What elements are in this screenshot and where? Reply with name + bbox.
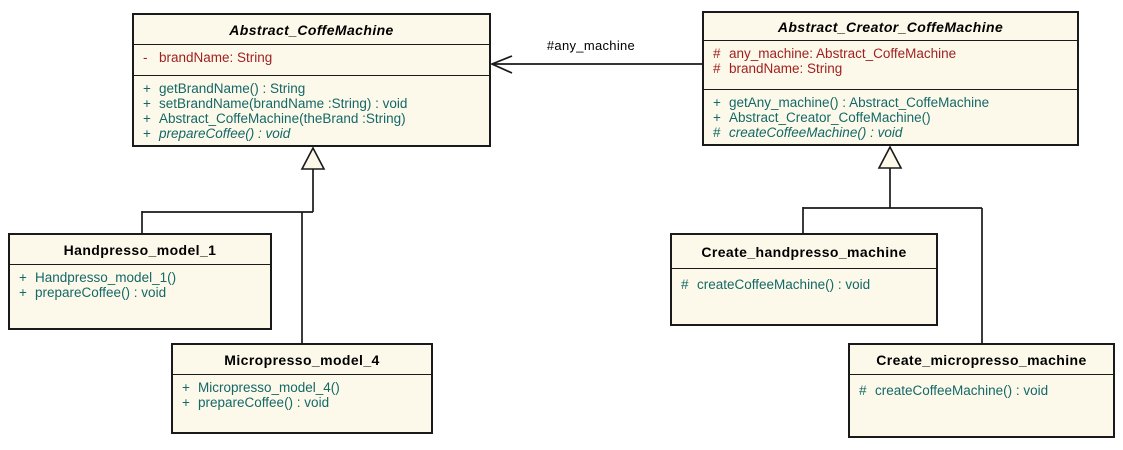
class-title: Create_handpresso_machine	[672, 235, 936, 269]
attributes-compartment: # any_machine: Abstract_CoffeMachine # bran…	[704, 41, 1077, 90]
visibility-symbol: +	[713, 110, 721, 125]
method-text: prepareCoffee() : void	[159, 126, 291, 141]
method-text: setBrandName(brandName :String) : void	[159, 96, 408, 111]
method-row: + getBrandName() : String	[134, 81, 489, 96]
method-text: Handpresso_model_1()	[35, 270, 177, 285]
attribute-text: any_machine: Abstract_CoffeMachine	[729, 46, 957, 61]
method-text: createCoffeeMachine() : void	[697, 277, 871, 292]
method-row: # createCoffeeMachine() : void	[672, 277, 936, 292]
method-text: getBrandName() : String	[159, 81, 306, 96]
methods-compartment: # createCoffeeMachine() : void	[672, 269, 936, 324]
class-create-micropresso-machine[interactable]: Create_micropresso_machine # createCoffee…	[848, 343, 1115, 438]
attribute-row: # brandName: String	[704, 61, 1077, 76]
class-title: Micropresso_model_4	[173, 345, 431, 375]
attributes-compartment: -brandName: String	[134, 45, 489, 76]
method-row: + Micropresso_model_4()	[173, 380, 431, 395]
visibility-symbol: +	[182, 395, 190, 410]
method-text: createCoffeeMachine() : void	[875, 383, 1049, 398]
visibility-symbol: #	[713, 125, 721, 140]
method-text: Micropresso_model_4()	[198, 380, 340, 395]
methods-compartment: + Handpresso_model_1() + prepareCoffee() : …	[10, 265, 270, 328]
methods-compartment: # createCoffeeMachine() : void	[850, 375, 1113, 436]
generalization-right-group	[802, 145, 983, 344]
generalization-left-group	[141, 146, 326, 344]
open-arrowhead-icon	[489, 55, 513, 74]
visibility-symbol: #	[859, 383, 867, 398]
method-row: # createCoffeeMachine() : void	[850, 383, 1113, 398]
visibility-symbol: +	[713, 95, 721, 110]
method-row: + Abstract_CoffeMachine(theBrand :String)	[134, 111, 489, 126]
attribute-text: brandName: String	[729, 61, 843, 76]
class-title: Abstract_CoffeMachine	[134, 15, 489, 45]
class-abstract-coffemachine[interactable]: Abstract_CoffeMachine -brandName: String…	[132, 13, 491, 147]
class-handpresso-model-1[interactable]: Handpresso_model_1 + Handpresso_model_1()…	[8, 233, 272, 330]
method-row: + prepareCoffee() : void	[10, 285, 270, 300]
method-row: + getAny_machine() : Abstract_CoffeMachin…	[704, 95, 1077, 110]
methods-compartment: + getAny_machine() : Abstract_CoffeMachin…	[704, 90, 1077, 144]
method-row: # createCoffeeMachine() : void	[704, 125, 1077, 140]
hollow-triangle-icon	[300, 146, 326, 170]
visibility-symbol: +	[19, 270, 27, 285]
method-text: Abstract_CoffeMachine(theBrand :String)	[159, 111, 406, 126]
method-text: prepareCoffee() : void	[198, 395, 330, 410]
association-label: #any_machine	[546, 38, 636, 53]
method-row: + prepareCoffee() : void	[173, 395, 431, 410]
class-title: Handpresso_model_1	[10, 235, 270, 265]
method-text: createCoffeeMachine() : void	[729, 125, 903, 140]
attribute-text: brandName: String	[159, 50, 273, 65]
visibility-symbol: +	[143, 126, 151, 141]
visibility-symbol: #	[681, 277, 689, 292]
visibility-symbol: +	[143, 81, 151, 96]
method-text: prepareCoffee() : void	[35, 285, 167, 300]
method-row: + prepareCoffee() : void	[134, 126, 489, 141]
visibility-symbol: #	[713, 61, 721, 76]
method-row: + Handpresso_model_1()	[10, 270, 270, 285]
class-abstract-creator-coffemachine[interactable]: Abstract_Creator_CoffeMachine # any_machi…	[702, 11, 1079, 146]
association-any-machine	[489, 55, 702, 74]
visibility-symbol: +	[143, 111, 151, 126]
visibility-symbol: +	[182, 380, 190, 395]
method-row: + setBrandName(brandName :String) : void	[134, 96, 489, 111]
visibility-symbol: +	[143, 96, 151, 111]
method-text: getAny_machine() : Abstract_CoffeMachine	[729, 95, 990, 110]
class-create-handpresso-machine[interactable]: Create_handpresso_machine # createCoffeeM…	[670, 233, 938, 326]
class-title: Abstract_Creator_CoffeMachine	[704, 13, 1077, 41]
method-row: + Abstract_Creator_CoffeMachine()	[704, 110, 1077, 125]
class-micropresso-model-4[interactable]: Micropresso_model_4 + Micropresso_model_4…	[171, 343, 433, 434]
attribute-row: -brandName: String	[134, 50, 489, 65]
visibility-symbol: +	[19, 285, 27, 300]
visibility-symbol: -	[143, 50, 148, 65]
method-text: Abstract_Creator_CoffeMachine()	[729, 110, 931, 125]
methods-compartment: + getBrandName() : String + setBrandName(br…	[134, 76, 489, 145]
hollow-triangle-icon	[877, 145, 903, 169]
visibility-symbol: #	[713, 46, 721, 61]
methods-compartment: + Micropresso_model_4() + prepareCoffee() :…	[173, 375, 431, 432]
class-title: Create_micropresso_machine	[850, 345, 1113, 375]
attribute-row: # any_machine: Abstract_CoffeMachine	[704, 46, 1077, 61]
